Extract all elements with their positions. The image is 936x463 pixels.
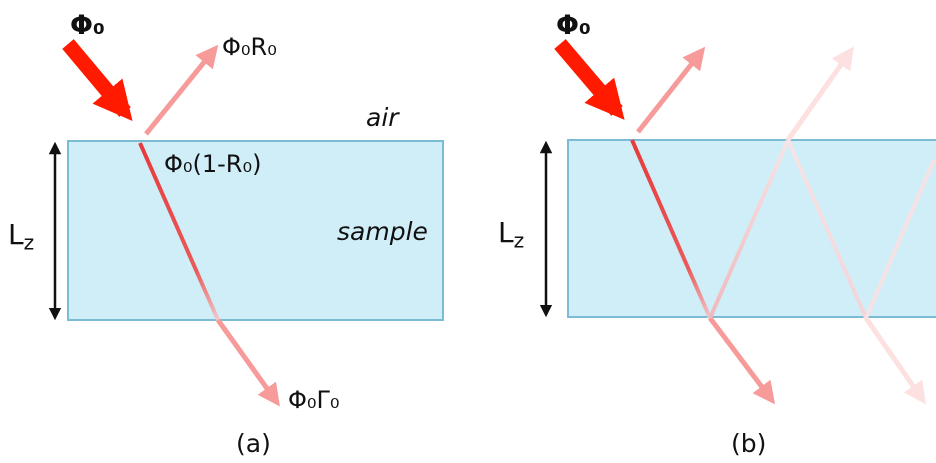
exit-beam [215,318,280,407]
incident-beam-b [554,39,625,120]
sample-slab-b [567,139,936,318]
thickness-label-a: Lz [8,218,34,255]
inside-beam-b-4 [864,159,936,319]
exit-beam-b-2 [863,316,926,405]
inside-beam-b-1 [630,139,712,319]
incident-beam [62,39,133,121]
sample-label: sample [337,217,428,246]
panel-a: Φ₀ Φ₀R₀ air Φ₀(1-R₀) sample Φ₀Γ₀ Lz (a) [8,10,444,458]
reflected-beam [144,44,219,136]
incident-flux-label: Φ₀ [70,10,105,41]
exit-flux-label: Φ₀Γ₀ [288,386,340,414]
reflected-beam-b-1 [636,46,706,134]
thickness-label-b: Lz [498,216,524,253]
reflected-flux-label: Φ₀R₀ [222,33,277,61]
reflected-beam-b-2 [785,46,854,142]
sample-slab [67,140,444,321]
exit-beam-b-1 [708,316,776,405]
transmitted-beam-inside [138,142,220,321]
inside-beam-b-3 [786,139,868,319]
caption-b: (b) [731,429,766,458]
incident-flux-label-b: Φ₀ [556,10,591,41]
panel-b: Φ₀ Lz (b) [498,10,936,458]
caption-a: (a) [236,429,271,458]
transmitted-flux-label: Φ₀(1-R₀) [164,150,261,178]
air-label: air [366,103,400,132]
inside-beam-b-2 [708,139,790,319]
